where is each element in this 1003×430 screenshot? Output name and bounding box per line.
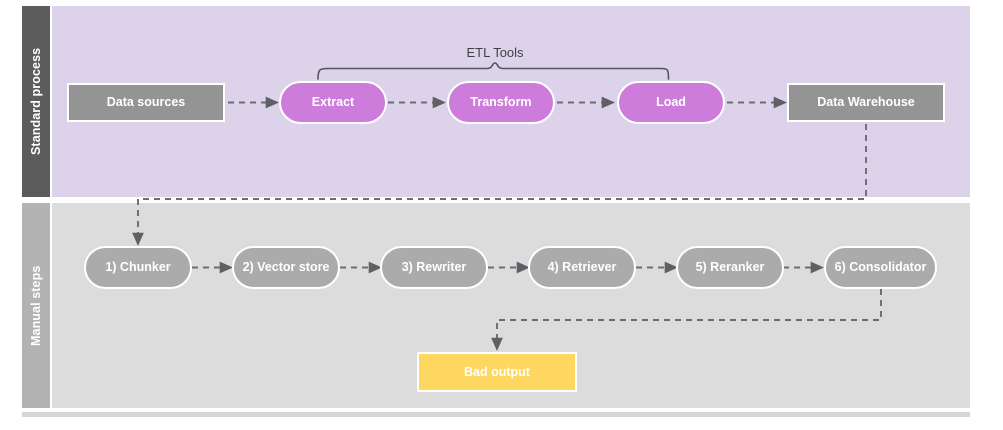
node-bad-output[interactable]: Bad output xyxy=(417,352,577,392)
node-transform[interactable]: Transform xyxy=(447,81,555,124)
node-reranker[interactable]: 5) Reranker xyxy=(676,246,784,289)
node-vector-store[interactable]: 2) Vector store xyxy=(232,246,340,289)
node-chunker[interactable]: 1) Chunker xyxy=(84,246,192,289)
node-retriever[interactable]: 4) Retriever xyxy=(528,246,636,289)
node-rewriter[interactable]: 3) Rewriter xyxy=(380,246,488,289)
node-extract[interactable]: Extract xyxy=(279,81,387,124)
lane-standard-process-header: Standard process xyxy=(22,6,50,197)
lane-manual-steps-header: Manual steps xyxy=(22,203,50,408)
node-load[interactable]: Load xyxy=(617,81,725,124)
node-consolidator[interactable]: 6) Consolidator xyxy=(824,246,937,289)
bottom-divider-strip xyxy=(22,412,970,417)
node-data-sources[interactable]: Data sources xyxy=(67,83,225,122)
node-data-warehouse[interactable]: Data Warehouse xyxy=(787,83,945,122)
etl-tools-label: ETL Tools xyxy=(466,45,524,60)
